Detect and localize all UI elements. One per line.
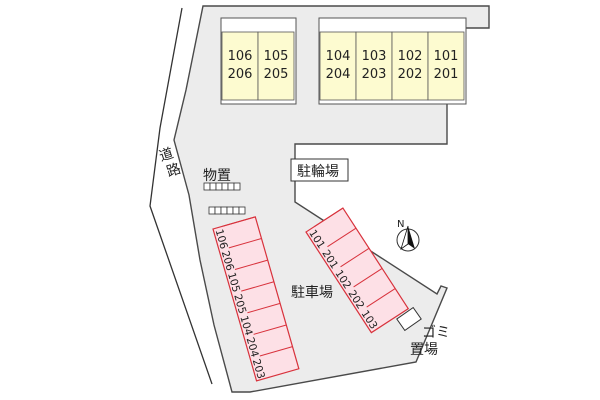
parking-label: 駐車場 [291, 284, 333, 301]
unit-104-204 [319, 31, 357, 101]
north-arrow: N [396, 219, 420, 252]
unit-102-label: 102 [398, 49, 423, 64]
parking-stall-203: 203 [250, 358, 267, 381]
unit-202-label: 202 [398, 67, 423, 82]
unit-103-label: 103 [362, 49, 387, 64]
shed-bay [208, 206, 216, 215]
shed-bay [233, 182, 241, 191]
parking-stall-divider [314, 207, 344, 227]
unit-104-label: 104 [326, 49, 351, 64]
unit-205-label: 205 [264, 67, 289, 82]
garbage-label-line1: ゴミ [422, 324, 450, 341]
unit-105-205 [257, 31, 295, 101]
shed-bay [203, 182, 211, 191]
parking-stall-divider [222, 216, 256, 227]
shed-bay [214, 206, 222, 215]
north-label: N [397, 219, 404, 230]
shed-bay [221, 182, 229, 191]
unit-106-label: 106 [228, 49, 253, 64]
storage-shed-2 [208, 206, 246, 215]
parking-stall-105: 105 [225, 271, 242, 294]
parking-stall-divider [247, 302, 281, 314]
parking-stall-divider [327, 227, 357, 248]
unit-105-label: 105 [264, 49, 289, 64]
road-label: 道 路 [157, 144, 185, 181]
unit-204-label: 204 [326, 67, 351, 82]
shed-bay [232, 206, 240, 215]
parking-stall-divider [253, 324, 287, 335]
parking-stall-106: 106 [213, 228, 230, 251]
unit-201-label: 201 [434, 67, 459, 82]
unit-101-label: 101 [434, 49, 459, 64]
parking-stall-divider [366, 288, 396, 308]
road-label-char-1: 道 [157, 145, 175, 165]
parking-stall-divider [234, 259, 268, 270]
shed-bay [227, 182, 235, 191]
shed-bay [209, 182, 217, 191]
storage-shed-1 [203, 182, 241, 191]
building-block-left: 106 206 105 205 [220, 17, 297, 105]
unit-206-label: 206 [228, 67, 253, 82]
unit-102-202 [391, 31, 429, 101]
road-boundary-line [149, 7, 213, 385]
unit-106-206 [221, 31, 259, 101]
unit-101-201 [427, 31, 465, 101]
road-label-char-2: 路 [165, 161, 183, 181]
parking-stall-104: 104 [237, 314, 254, 337]
parking-stall-divider [340, 247, 370, 268]
storage-label: 物置 [203, 168, 231, 184]
bicycle-parking-label: 駐輪場 [297, 163, 339, 180]
parking-stall-divider [228, 238, 262, 249]
parking-stall-204: 204 [244, 336, 261, 359]
shed-bay [238, 206, 246, 215]
garbage-label-line2: 置場 [410, 342, 438, 358]
building-block-right: 104 204 103 203 102 202 101 201 [318, 17, 467, 105]
garbage-area-box [396, 306, 422, 332]
parking-stall-205: 205 [231, 293, 248, 316]
unit-203-label: 203 [362, 67, 387, 82]
unit-103-203 [355, 31, 393, 101]
parking-stall-206: 206 [219, 250, 236, 273]
parking-stall-divider [259, 346, 293, 357]
parking-stall-divider [241, 281, 275, 292]
parking-stall-divider [353, 268, 383, 288]
shed-bay [220, 206, 228, 215]
bicycle-parking-box [290, 158, 349, 182]
shed-bay [215, 182, 223, 191]
shed-bay [226, 206, 234, 215]
